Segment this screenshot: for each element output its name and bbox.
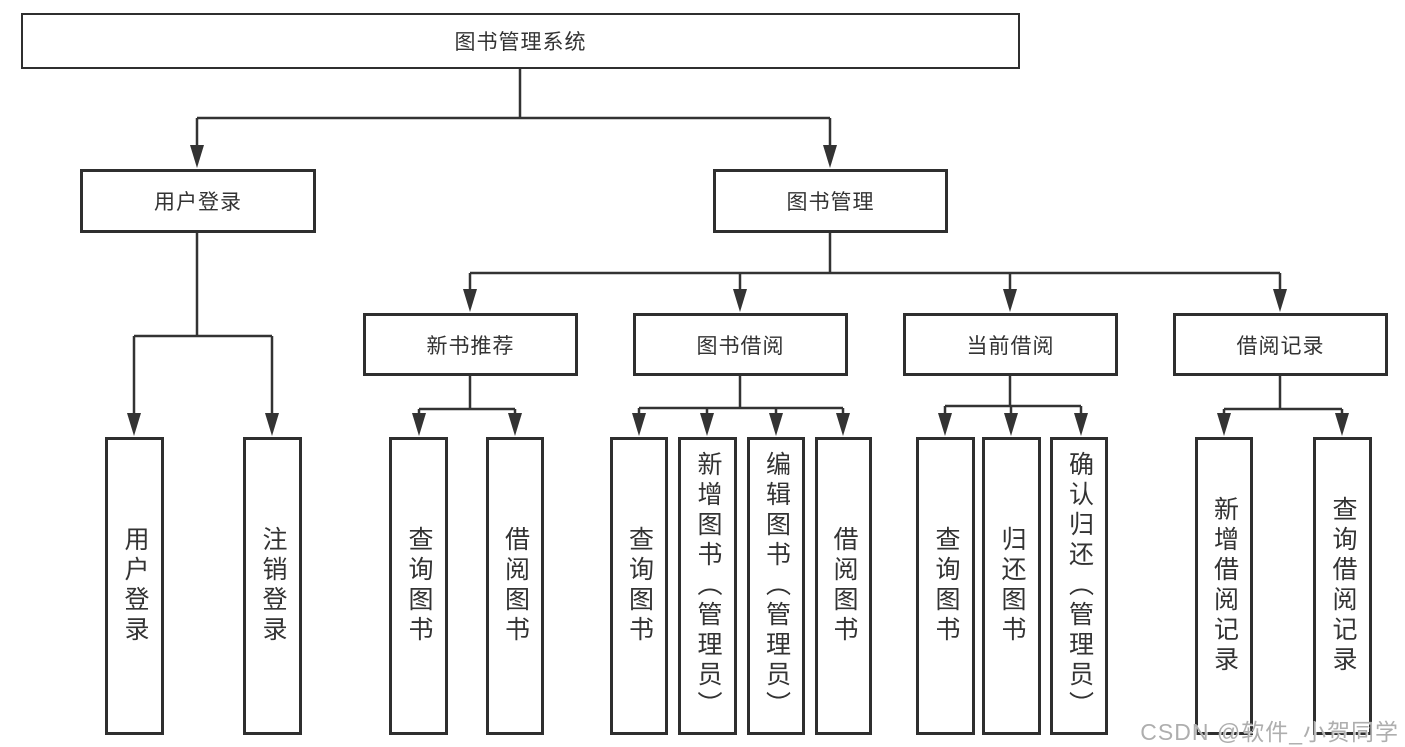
arrowhead	[1074, 413, 1088, 436]
node-label: 借阅图书	[830, 526, 858, 646]
arrowhead	[836, 413, 850, 436]
arrowhead	[938, 413, 952, 436]
arrowhead	[463, 289, 477, 312]
node-label: 新增图书（管理员）	[694, 451, 722, 721]
node-label: 编辑图书（管理员）	[762, 451, 791, 721]
node-borrowing-query-books: 查询图书	[610, 437, 668, 735]
arrowhead	[700, 413, 714, 436]
connector-root	[195, 69, 832, 150]
node-add-borrow-record: 新增借阅记录	[1195, 437, 1253, 735]
node-borrow-books: 借阅图书	[815, 437, 872, 735]
node-add-books-admin: 新增图书（管理员）	[678, 437, 737, 735]
node-book-management: 图书管理	[713, 169, 948, 233]
arrowhead	[1273, 289, 1287, 312]
node-edit-books-admin: 编辑图书（管理员）	[747, 437, 805, 735]
node-confirm-return-admin: 确认归还（管理员）	[1050, 437, 1108, 735]
node-label: 查询图书	[932, 526, 960, 646]
node-current-borrowing: 当前借阅	[903, 313, 1118, 376]
arrowhead	[632, 413, 646, 436]
arrowhead	[1335, 413, 1349, 436]
arrowhead	[265, 413, 279, 436]
node-current-query-books: 查询图书	[916, 437, 975, 735]
node-return-books: 归还图书	[982, 437, 1041, 735]
connector-borrow-records	[1222, 376, 1344, 418]
connector-new-book-recommend	[417, 376, 517, 418]
arrowhead	[127, 413, 141, 436]
node-borrow-records: 借阅记录	[1173, 313, 1388, 376]
node-label: 查询图书	[405, 526, 433, 646]
node-query-borrow-record: 查询借阅记录	[1313, 437, 1372, 735]
connector-user-login	[132, 233, 274, 418]
arrowhead	[508, 413, 522, 436]
node-label: 查询借阅记录	[1329, 496, 1357, 676]
arrowhead	[1003, 289, 1017, 312]
arrowhead	[769, 413, 783, 436]
node-logout: 注销登录	[243, 437, 302, 735]
node-new-book-recommend: 新书推荐	[363, 313, 578, 376]
node-user-login-branch: 用户登录	[80, 169, 316, 233]
connector-book-management	[468, 233, 1282, 295]
node-recommend-borrow-books: 借阅图书	[486, 437, 544, 735]
node-label: 确认归还（管理员）	[1065, 451, 1094, 721]
node-label: 查询图书	[625, 526, 654, 646]
arrowhead	[1217, 413, 1231, 436]
arrowhead	[1004, 413, 1018, 436]
connector-current-borrowing	[943, 376, 1083, 418]
node-label: 借阅图书	[501, 526, 530, 646]
node-user-login: 用户登录	[105, 437, 164, 735]
node-label: 注销登录	[259, 526, 287, 646]
arrowhead	[823, 145, 837, 168]
node-label: 用户登录	[121, 526, 149, 646]
arrowhead	[733, 289, 747, 312]
node-root: 图书管理系统	[21, 13, 1020, 69]
node-label: 归还图书	[998, 526, 1026, 646]
node-book-borrowing: 图书借阅	[633, 313, 848, 376]
arrowhead	[412, 413, 426, 436]
node-label: 新增借阅记录	[1210, 496, 1239, 676]
connector-book-borrowing	[637, 376, 845, 418]
arrowhead	[190, 145, 204, 168]
csdn-watermark: CSDN @软件_小贺同学	[1140, 719, 1399, 745]
node-recommend-query-books: 查询图书	[389, 437, 448, 735]
